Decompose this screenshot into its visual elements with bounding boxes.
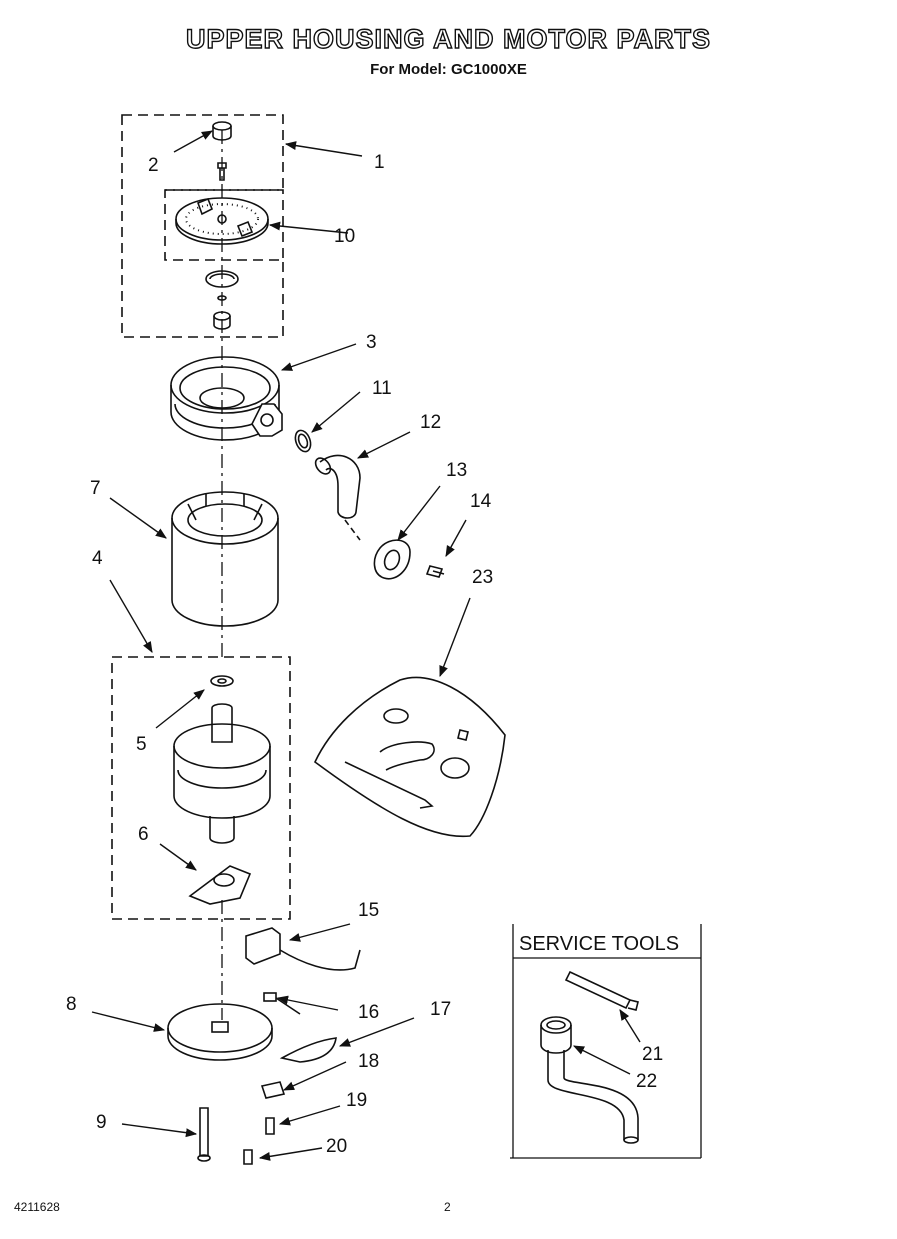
callout-labels: 1 2 3 4 5 6 7 8 9 10 11 12 13 14 23 15 1… bbox=[66, 152, 679, 1157]
part-8-bottom-plate bbox=[167, 1003, 273, 1061]
callout-3: 3 bbox=[366, 332, 377, 353]
callout-2: 2 bbox=[148, 155, 159, 176]
part-2-nut bbox=[212, 121, 232, 141]
part-flywheel-cap bbox=[205, 270, 239, 301]
part-13-flange bbox=[373, 539, 411, 580]
callout-12: 12 bbox=[420, 412, 441, 433]
callout-5: 5 bbox=[136, 734, 147, 755]
part-12-discharge-elbow bbox=[314, 454, 361, 541]
model-subtitle: For Model: GC1000XE bbox=[370, 61, 527, 78]
part-3-upper-housing bbox=[170, 356, 283, 441]
part-17-shield bbox=[279, 1037, 337, 1063]
callout-1: 1 bbox=[374, 152, 385, 173]
part-19-screw bbox=[265, 1117, 275, 1135]
assembly-group-box-4 bbox=[111, 656, 291, 920]
callout-11: 11 bbox=[372, 378, 392, 399]
service-tools-box bbox=[510, 924, 702, 1159]
callout-8: 8 bbox=[66, 994, 77, 1015]
callout-20: 20 bbox=[326, 1136, 347, 1157]
part-7-shell bbox=[171, 491, 279, 627]
callout-15: 15 bbox=[358, 900, 379, 921]
part-10-turntable bbox=[175, 197, 269, 245]
callout-10: 10 bbox=[334, 226, 355, 247]
leader-arrows bbox=[91, 130, 641, 1161]
part-18-insulator bbox=[260, 1081, 286, 1099]
callout-18: 18 bbox=[358, 1051, 379, 1072]
callout-19: 19 bbox=[346, 1090, 367, 1111]
part-16-terminal bbox=[263, 992, 301, 1015]
callout-14: 14 bbox=[470, 491, 492, 512]
callout-4: 4 bbox=[92, 548, 103, 569]
part-5-washer bbox=[210, 675, 234, 687]
service-tools-title: SERVICE TOOLS bbox=[519, 933, 679, 955]
page-title: UPPER HOUSING AND MOTOR PARTS bbox=[185, 23, 712, 54]
part-9-bolt bbox=[197, 1107, 211, 1162]
callout-7: 7 bbox=[90, 478, 101, 499]
document-number: 4211628 bbox=[14, 1200, 60, 1214]
assembly-group-box-10 bbox=[165, 189, 284, 260]
part-14-screw bbox=[425, 565, 445, 578]
part-hub-nut bbox=[213, 311, 231, 330]
callout-22: 22 bbox=[636, 1071, 657, 1092]
part-22-tool-sleeve bbox=[540, 1016, 639, 1144]
page-number: 2 bbox=[444, 1200, 451, 1214]
part-motor-rotor bbox=[173, 703, 271, 844]
part-23-parts-bag bbox=[313, 676, 506, 838]
part-11-gasket bbox=[294, 429, 312, 453]
part-21-wrench bbox=[564, 970, 639, 1011]
callout-23: 23 bbox=[472, 567, 493, 588]
part-15-switch bbox=[245, 927, 361, 971]
callout-9: 9 bbox=[96, 1112, 107, 1133]
assembly-group-box-1 bbox=[121, 114, 284, 338]
part-20-screw bbox=[243, 1149, 253, 1165]
callout-17: 17 bbox=[430, 999, 451, 1020]
callout-13: 13 bbox=[446, 460, 467, 481]
callout-6: 6 bbox=[138, 824, 149, 845]
part-6-bracket bbox=[188, 865, 252, 905]
part-1-screw bbox=[217, 162, 227, 181]
callout-16: 16 bbox=[358, 1002, 379, 1023]
callout-21: 21 bbox=[642, 1044, 663, 1065]
